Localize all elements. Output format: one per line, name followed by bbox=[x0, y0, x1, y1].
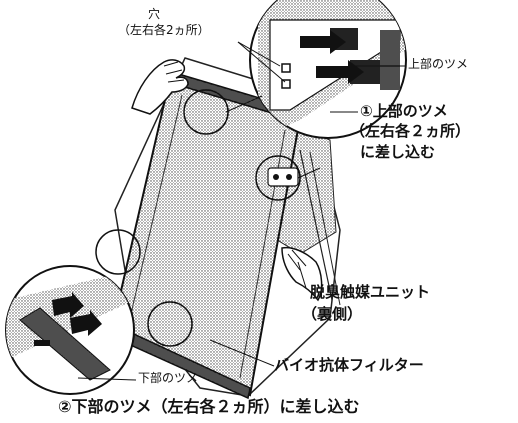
lower-right-zoom-circle bbox=[147, 301, 193, 347]
upper-tab-detail bbox=[249, 0, 407, 139]
lower-tab-detail bbox=[5, 265, 135, 395]
lower-left-zoom-circle bbox=[95, 229, 141, 275]
bio-filter-label: バイオ抗体フィルター bbox=[274, 356, 424, 374]
upper-tab-label: 上部のツメ bbox=[408, 57, 469, 71]
left-hand-icon bbox=[131, 59, 189, 115]
step1-label-line1: ①上部のツメ bbox=[360, 102, 448, 120]
step2-label: ②下部のツメ（左右各２ヵ所）に差し込む bbox=[58, 397, 360, 416]
deodorizer-label-line1: 脱臭触媒ユニット bbox=[310, 283, 431, 301]
side-tab-zoom-circle bbox=[255, 155, 301, 201]
hole-label: 穴 bbox=[148, 7, 161, 21]
deodorizing-catalyst-unit bbox=[267, 167, 299, 187]
upper-tab-zoom-circle bbox=[183, 89, 229, 135]
hole-count-label: （左右各2ヵ所） bbox=[118, 23, 210, 37]
lower-tab-label: 下部のツメ bbox=[138, 371, 199, 385]
hole-marker bbox=[281, 63, 291, 89]
step1-label-line2: （左右各２ヵ所） bbox=[350, 122, 471, 140]
leader-lines bbox=[77, 41, 406, 381]
bio-filter bbox=[105, 68, 303, 400]
step1-label-line3: に差し込む bbox=[360, 143, 436, 161]
arrow-icon bbox=[300, 30, 346, 54]
deodorizer-label-line2: （裏側） bbox=[302, 305, 363, 323]
